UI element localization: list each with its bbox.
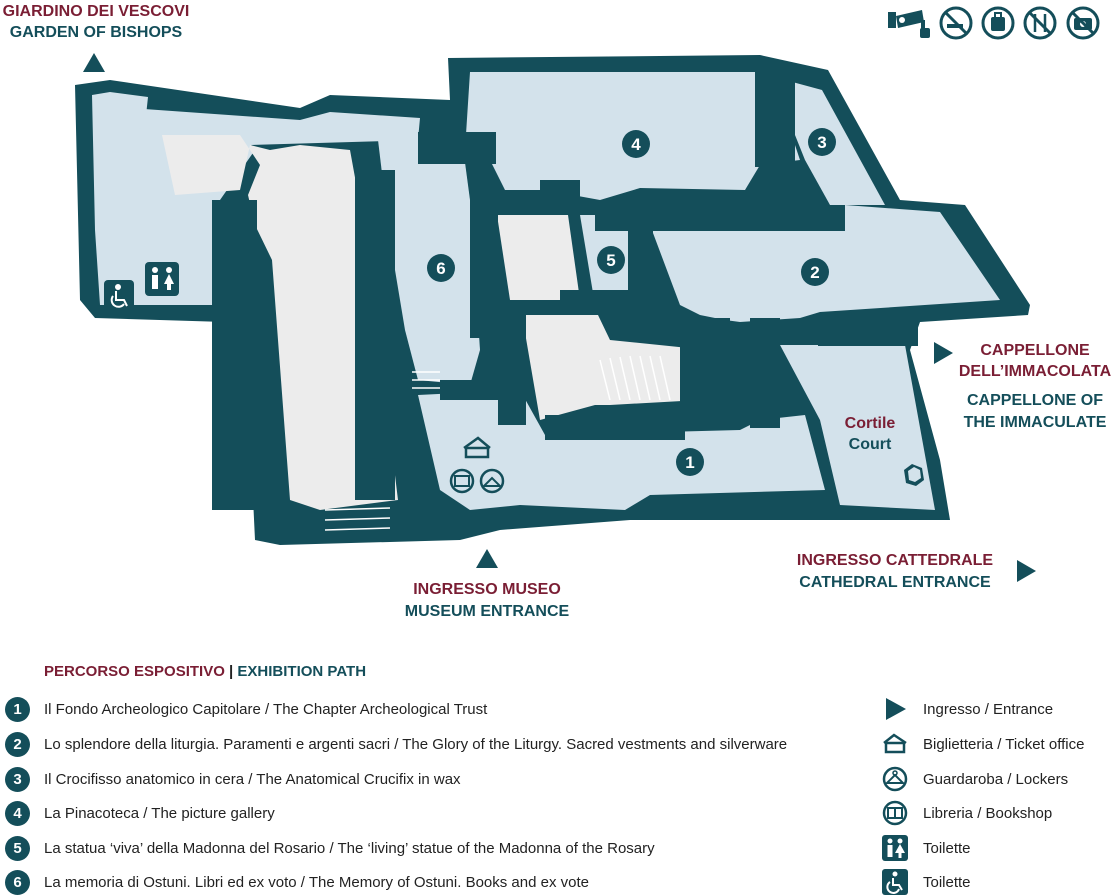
legend-title-it: PERCORSO ESPOSITIVO: [44, 663, 225, 680]
path-text: La memoria di Ostuni. Libri ed ex voto /…: [44, 873, 589, 891]
symbol-item-bookshop: Libreria / Bookshop: [882, 800, 1052, 826]
cathedral-entrance-arrow[interactable]: [1017, 560, 1036, 582]
no-luggage-icon: [981, 6, 1015, 40]
floor-plan: 4 3 2 5 6 1: [75, 55, 1030, 545]
svg-text:4: 4: [631, 135, 641, 154]
room-marker-6[interactable]: 6: [427, 254, 455, 282]
ticket-office-map-icon: [463, 436, 491, 459]
path-number: 5: [5, 835, 30, 861]
museum-entrance-label-it: INGRESSO MUSEO: [413, 581, 561, 598]
svg-text:6: 6: [436, 259, 445, 278]
path-text: Il Crocifisso anatomico in cera / The An…: [44, 770, 461, 788]
cappellone-label-en-1: CAPPELLONE OF: [966, 392, 1103, 409]
path-item: 3 Il Crocifisso anatomico in cera / The …: [5, 766, 461, 792]
symbol-item-accessible-toilet: Toilette: [882, 869, 971, 895]
room-marker-3[interactable]: 3: [808, 128, 836, 156]
path-text: La Pinacoteca / The picture gallery: [44, 804, 275, 822]
staircase-museum: [599, 355, 671, 401]
room-marker-5[interactable]: 5: [597, 246, 625, 274]
court-label-en: Court: [848, 436, 892, 453]
path-number: 6: [5, 869, 30, 895]
court-label-it: Cortile: [844, 415, 896, 432]
path-item: 4 La Pinacoteca / The picture gallery: [5, 800, 275, 826]
symbol-text: Ingresso / Entrance: [923, 700, 1054, 718]
path-number: 4: [5, 800, 30, 826]
inner-courtyard-center: [497, 215, 580, 300]
path-text: La statua ‘viva’ della Madonna del Rosar…: [44, 839, 655, 857]
staircase-entrance: [324, 507, 391, 531]
museum-entrance-arrow[interactable]: [476, 549, 498, 568]
path-number: 2: [5, 731, 30, 757]
path-item: 5 La statua ‘viva’ della Madonna del Ros…: [5, 835, 655, 861]
symbol-item-ticket: Biglietteria / Ticket office: [882, 731, 1084, 757]
svg-text:1: 1: [685, 453, 694, 472]
internal-walls: [212, 72, 918, 510]
inner-courtyard-west: [162, 135, 398, 510]
svg-text:2: 2: [810, 263, 819, 282]
svg-text:3: 3: [817, 133, 826, 152]
no-photo-icon: [1066, 6, 1100, 40]
cappellone-entrance-arrow[interactable]: [934, 342, 953, 364]
toilet-icon: [882, 835, 908, 861]
cathedral-entrance-label-it: INGRESSO CATTEDRALE: [796, 552, 994, 569]
cloakroom-map-icon: [479, 468, 505, 494]
museum-entrance-label-en: MUSEUM ENTRANCE: [404, 603, 570, 620]
path-text: Il Fondo Archeologico Capitolare / The C…: [44, 700, 488, 718]
legend-title: PERCORSO ESPOSITIVO | EXHIBITION PATH: [44, 663, 366, 680]
cappellone-label-it-1: CAPPELLONE: [980, 342, 1090, 359]
toilet-map-icon: [145, 262, 179, 296]
path-item: 2 Lo splendore della liturgia. Paramenti…: [5, 731, 787, 757]
staircase-west: [412, 371, 440, 389]
no-smoking-icon: [939, 6, 973, 40]
bookshop-icon: [882, 800, 908, 826]
wheelchair-map-icon: [104, 280, 134, 310]
wheelchair-icon: [882, 869, 908, 895]
symbol-text: Toilette: [923, 873, 971, 891]
svg-text:5: 5: [606, 251, 615, 270]
ticket-office-icon: [882, 731, 908, 757]
legend-title-separator: |: [229, 663, 234, 680]
symbol-item-toilet: Toilette: [882, 835, 971, 861]
garden-label-en: GARDEN OF BISHOPS: [9, 24, 183, 41]
cctv-icon: [888, 10, 930, 38]
garden-entrance-arrow[interactable]: [83, 53, 105, 72]
bookshop-map-icon: [449, 468, 475, 494]
garden-label-it: GIARDINO DEI VESCOVI: [2, 3, 190, 20]
cappellone-label-it-2: DELL’IMMACOLATA: [958, 363, 1112, 380]
path-number: 3: [5, 766, 30, 792]
cappellone-label-en-2: THE IMMACULATE: [963, 414, 1107, 431]
entrance-icon: [882, 696, 908, 722]
cloakroom-icon: [882, 766, 908, 792]
symbol-item-cloakroom: Guardaroba / Lockers: [882, 766, 1068, 792]
symbol-text: Biglietteria / Ticket office: [923, 735, 1085, 753]
symbol-text: Toilette: [923, 839, 971, 857]
path-number: 1: [5, 696, 30, 722]
room-marker-1[interactable]: 1: [676, 448, 704, 476]
room-marker-2[interactable]: 2: [801, 258, 829, 286]
north-corridor-floor: [130, 108, 420, 145]
symbol-item-entrance: Ingresso / Entrance: [882, 696, 1053, 722]
room-marker-4[interactable]: 4: [622, 130, 650, 158]
no-food-icon: [1023, 6, 1057, 40]
well-map-icon: [904, 464, 924, 486]
legend-title-en: EXHIBITION PATH: [237, 663, 367, 680]
path-text: Lo splendore della liturgia. Paramenti e…: [44, 735, 788, 753]
path-item: 6 La memoria di Ostuni. Libri ed ex voto…: [5, 869, 589, 895]
cathedral-entrance-label-en: CATHEDRAL ENTRANCE: [799, 574, 991, 591]
symbol-text: Guardaroba / Lockers: [923, 770, 1069, 788]
symbol-text: Libreria / Bookshop: [923, 804, 1053, 822]
court-floor: [780, 345, 935, 510]
path-item: 1 Il Fondo Archeologico Capitolare / The…: [5, 696, 487, 722]
